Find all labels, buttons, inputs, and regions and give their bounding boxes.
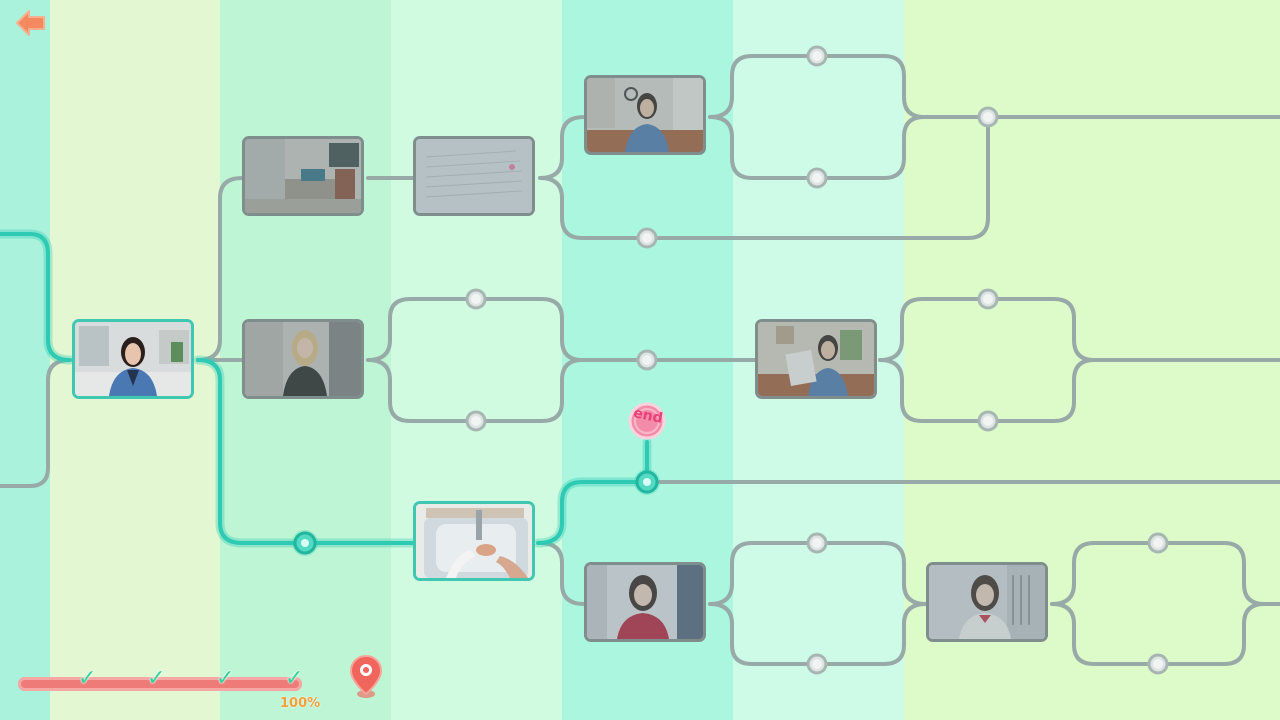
- scene-card-living-room[interactable]: [242, 136, 364, 216]
- scene-image: [587, 565, 703, 639]
- branch-node[interactable]: [636, 349, 658, 371]
- scene-image: [416, 504, 532, 578]
- scene-card-white-shirt[interactable]: [926, 562, 1048, 642]
- scene-image: [245, 322, 361, 396]
- end-marker[interactable]: [628, 402, 666, 442]
- checkpoint-check-2: ✓: [147, 666, 166, 691]
- checkpoint-check-1: ✓: [78, 666, 97, 691]
- scene-image: [416, 139, 532, 213]
- scene-card-paper[interactable]: [413, 136, 535, 216]
- left-arrow-icon: [16, 10, 45, 36]
- branch-node[interactable]: [465, 410, 487, 432]
- location-pin-icon: [349, 654, 383, 698]
- branch-node[interactable]: [806, 653, 828, 675]
- end-badge-icon: [628, 402, 666, 440]
- scene-image: [75, 322, 191, 396]
- checkpoint-check-3: ✓: [216, 666, 235, 691]
- locked-overlay: [929, 565, 1045, 639]
- locked-nodes: [465, 45, 1169, 675]
- progress-bar: [18, 677, 302, 691]
- branch-node[interactable]: [977, 106, 999, 128]
- band-teal: [0, 0, 50, 720]
- scene-image: [245, 139, 361, 213]
- active-node[interactable]: [292, 530, 318, 556]
- scene-card-sink[interactable]: [413, 501, 535, 581]
- branch-node[interactable]: [806, 45, 828, 67]
- locked-overlay: [587, 565, 703, 639]
- scene-card-start[interactable]: [72, 319, 194, 399]
- band-pale: [391, 0, 562, 720]
- scene-image: [587, 78, 703, 152]
- branch-node[interactable]: [1147, 653, 1169, 675]
- back-button[interactable]: [14, 8, 48, 38]
- scene-card-document[interactable]: [755, 319, 877, 399]
- branch-node[interactable]: [977, 410, 999, 432]
- locked-overlay: [587, 78, 703, 152]
- locked-overlay: [758, 322, 874, 396]
- branch-node[interactable]: [1147, 532, 1169, 554]
- branch-node[interactable]: [636, 227, 658, 249]
- scene-card-red-top[interactable]: [584, 562, 706, 642]
- progress-percent: 100%: [280, 696, 321, 711]
- scene-image: [929, 565, 1045, 639]
- checkpoint-check-4: ✓: [285, 666, 304, 691]
- branch-node[interactable]: [806, 532, 828, 554]
- scene-image: [758, 322, 874, 396]
- locked-overlay: [245, 139, 361, 213]
- scene-card-blonde[interactable]: [242, 319, 364, 399]
- active-path: [0, 229, 652, 548]
- branch-node[interactable]: [806, 167, 828, 189]
- branch-node[interactable]: [977, 288, 999, 310]
- map-pin-button[interactable]: [349, 654, 383, 700]
- locked-overlay: [416, 139, 532, 213]
- branch-node[interactable]: [465, 288, 487, 310]
- scene-card-desk[interactable]: [584, 75, 706, 155]
- active-nodes: [292, 469, 660, 556]
- active-node[interactable]: [634, 469, 660, 495]
- locked-overlay: [245, 322, 361, 396]
